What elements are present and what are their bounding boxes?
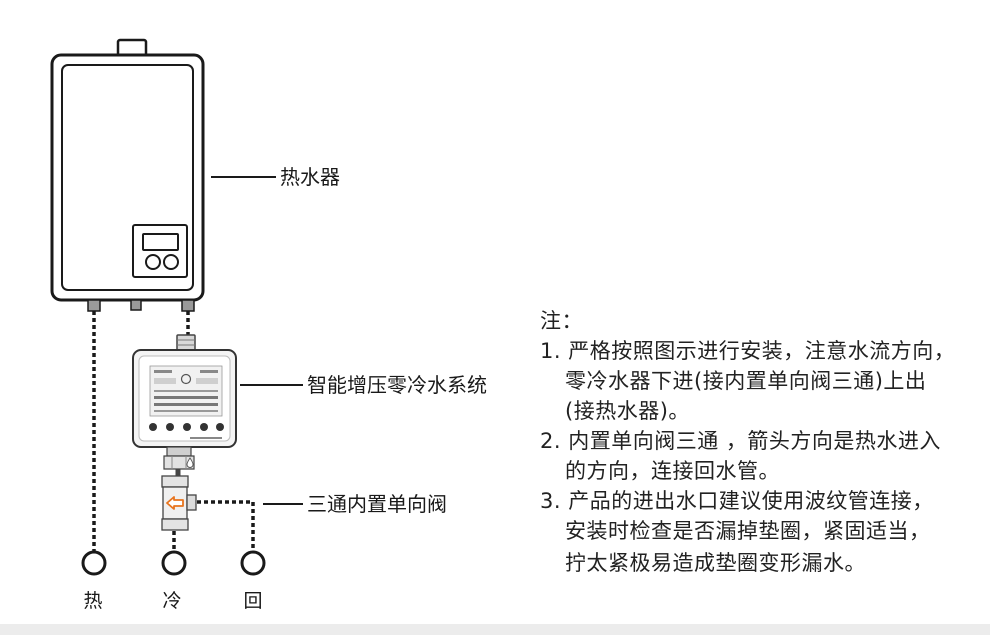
display-text-placeholder [200,370,218,373]
note-1-line-3: (接热水器)。 [565,399,690,423]
display-text-placeholder [154,396,218,399]
display-text-placeholder [154,403,218,406]
booster-top-fitting [176,334,196,352]
booster-bottom-fitting [166,446,192,457]
water-heater-label: 热水器 [280,165,340,189]
booster-system-label: 智能增压零冷水系统 [307,373,487,397]
valve-top-nut [161,475,189,488]
booster-button-row [149,423,224,431]
booster-unit [132,334,237,470]
return-water-pipe [197,500,255,551]
three-way-valve-label: 三通内置单向阀 [307,492,447,516]
control-knob-left [145,254,161,270]
note-1-line-1: 1. 严格按照图示进行安装，注意水流方向， [540,339,956,363]
display-text-placeholder [154,390,218,392]
booster-button [149,423,157,431]
display-text-placeholder [196,378,218,384]
control-panel-display [142,233,179,251]
three-way-valve [161,469,197,531]
return-port-label: 回 [243,590,262,612]
display-text-placeholder [154,378,176,384]
bottom-border-band [0,624,990,635]
note-2-line-2: 的方向，连接回水管。 [565,459,780,483]
installation-notes: 注： 1. 严格按照图示进行安装，注意水流方向， 零冷水器下进(接内置单向阀三通… [540,306,980,578]
water-heater-front-panel [61,64,194,291]
center-nozzle [130,299,142,311]
note-3-line-3: 拧太紧极易造成垫圈变形漏水。 [565,551,866,575]
hot-water-outlet-nozzle [87,299,101,312]
hot-port-terminal [81,550,107,576]
display-text-placeholder [154,370,172,373]
booster-nameplate-text-placeholder [190,437,222,439]
display-text-placeholder [154,410,218,412]
flow-direction-arrow-icon [166,496,184,510]
cold-port-terminal [161,550,187,576]
note-1-line-2: 零冷水器下进(接内置单向阀三通)上出 [565,369,927,393]
water-inlet-nozzle [181,299,195,312]
hot-port-label: 热 [83,590,102,612]
return-port-terminal [240,550,266,576]
notes-heading: 注： [540,309,583,333]
water-heater [50,38,205,312]
fan-icon [180,373,192,385]
water-drop-icon [186,457,194,468]
note-2-line-1: 2. 内置单向阀三通 ，箭头方向是热水进入 [540,429,941,453]
control-knob-right [163,254,179,270]
booster-button [183,423,191,431]
valve-bottom-nut [161,518,189,531]
note-3-line-2: 安装时检查是否漏掉垫圈，紧固适当， [565,519,931,543]
booster-display-panel [149,365,223,417]
booster-button [166,423,174,431]
water-heater-control-panel [132,224,188,278]
booster-button [216,423,224,431]
cold-port-label: 冷 [162,590,181,612]
valve-side-outlet [186,494,197,511]
note-3-line-1: 3. 产品的进出水口建议使用波纹管连接， [540,489,934,513]
booster-button [200,423,208,431]
